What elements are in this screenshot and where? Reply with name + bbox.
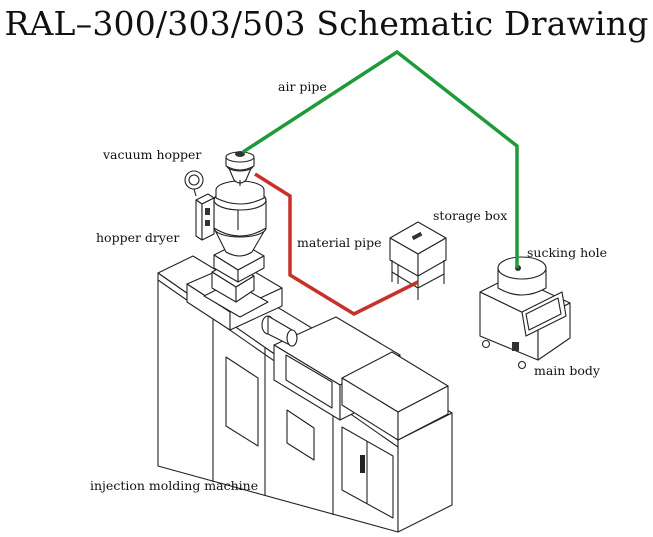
main-body-label: main body (534, 363, 600, 378)
air-pipe-label: air pipe (278, 79, 327, 94)
storage-box-label: storage box (433, 208, 508, 223)
injection-molding-machine-label: injection molding machine (90, 478, 259, 493)
page-title: RAL–300/303/503 Schematic Drawing (4, 4, 649, 43)
injection-molding-machine (157, 255, 453, 533)
material-pipe-label: material pipe (297, 235, 382, 250)
material-pipe-line (254, 172, 419, 316)
hopper-dryer-label: hopper dryer (96, 230, 180, 245)
vacuum-hopper (225, 151, 255, 186)
vacuum-hopper-label: vacuum hopper (103, 147, 202, 162)
storage-box (389, 221, 447, 300)
sucking-hole-label: sucking hole (527, 245, 608, 260)
hopper-dryer (184, 170, 267, 283)
air-pipe-line (242, 49, 519, 268)
main-body-unit (479, 256, 571, 370)
